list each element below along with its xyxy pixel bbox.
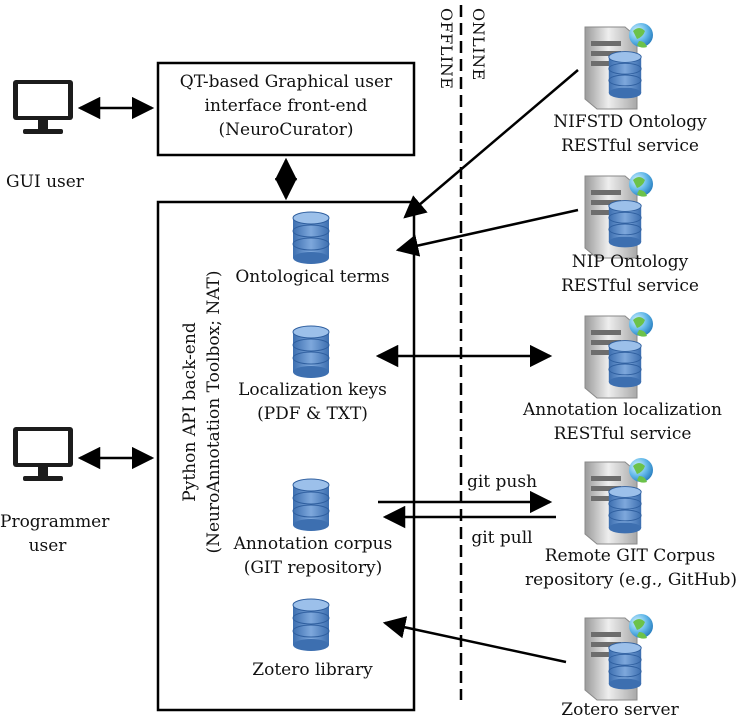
ontological-terms-label: Ontological terms (235, 267, 390, 287)
localization-keys-database-icon (292, 325, 330, 379)
zotero-server-label: Zotero server (561, 700, 679, 720)
online-label: ONLINE (469, 8, 488, 81)
gui-user-label: GUI user (6, 172, 84, 192)
zotero-library-database-icon (292, 598, 330, 652)
api-backend-label: Python API back-end (NeuroAnnotation Too… (180, 270, 224, 554)
gui-frontend-label: QT-based Graphical user interface front-… (179, 72, 393, 140)
nifstd-to-terms-arrow (403, 69, 579, 219)
nip-server-icon (584, 171, 654, 259)
gui-user-monitor-icon (13, 80, 73, 134)
zotero-server-icon (584, 613, 654, 701)
gui-frontend-box (156, 61, 416, 157)
nip-to-terms-arrow (395, 208, 579, 257)
annotation-corpus-label: Annotation corpus (GIT repository) (233, 534, 393, 578)
remote-git-server-icon (584, 457, 654, 545)
annotation-corpus-database-icon (292, 478, 330, 532)
annotation-localization-label: Annotation localization RESTful service (523, 400, 722, 444)
programmer-user-label: Programmer user (0, 512, 110, 556)
remote-git-label: Remote GIT Corpus repository (e.g., GitH… (525, 546, 737, 590)
nifstd-server-icon (584, 22, 654, 110)
programmer-user-monitor-icon (13, 427, 73, 481)
zotero-sync-arrow (382, 616, 567, 664)
ontological-terms-database-icon (292, 211, 330, 265)
git-pull-label: git pull (471, 528, 533, 548)
nip-label: NIP Ontology RESTful service (561, 252, 699, 296)
git-push-label: git push (466, 472, 538, 492)
offline-label: OFFLINE (437, 8, 456, 90)
api-backend-box (156, 200, 416, 712)
localization-keys-label: Localization keys (PDF & TXT) (238, 380, 387, 424)
zotero-library-label: Zotero library (252, 660, 373, 680)
nifstd-label: NIFSTD Ontology RESTful service (553, 112, 707, 156)
annotation-localization-server-icon (584, 311, 654, 399)
